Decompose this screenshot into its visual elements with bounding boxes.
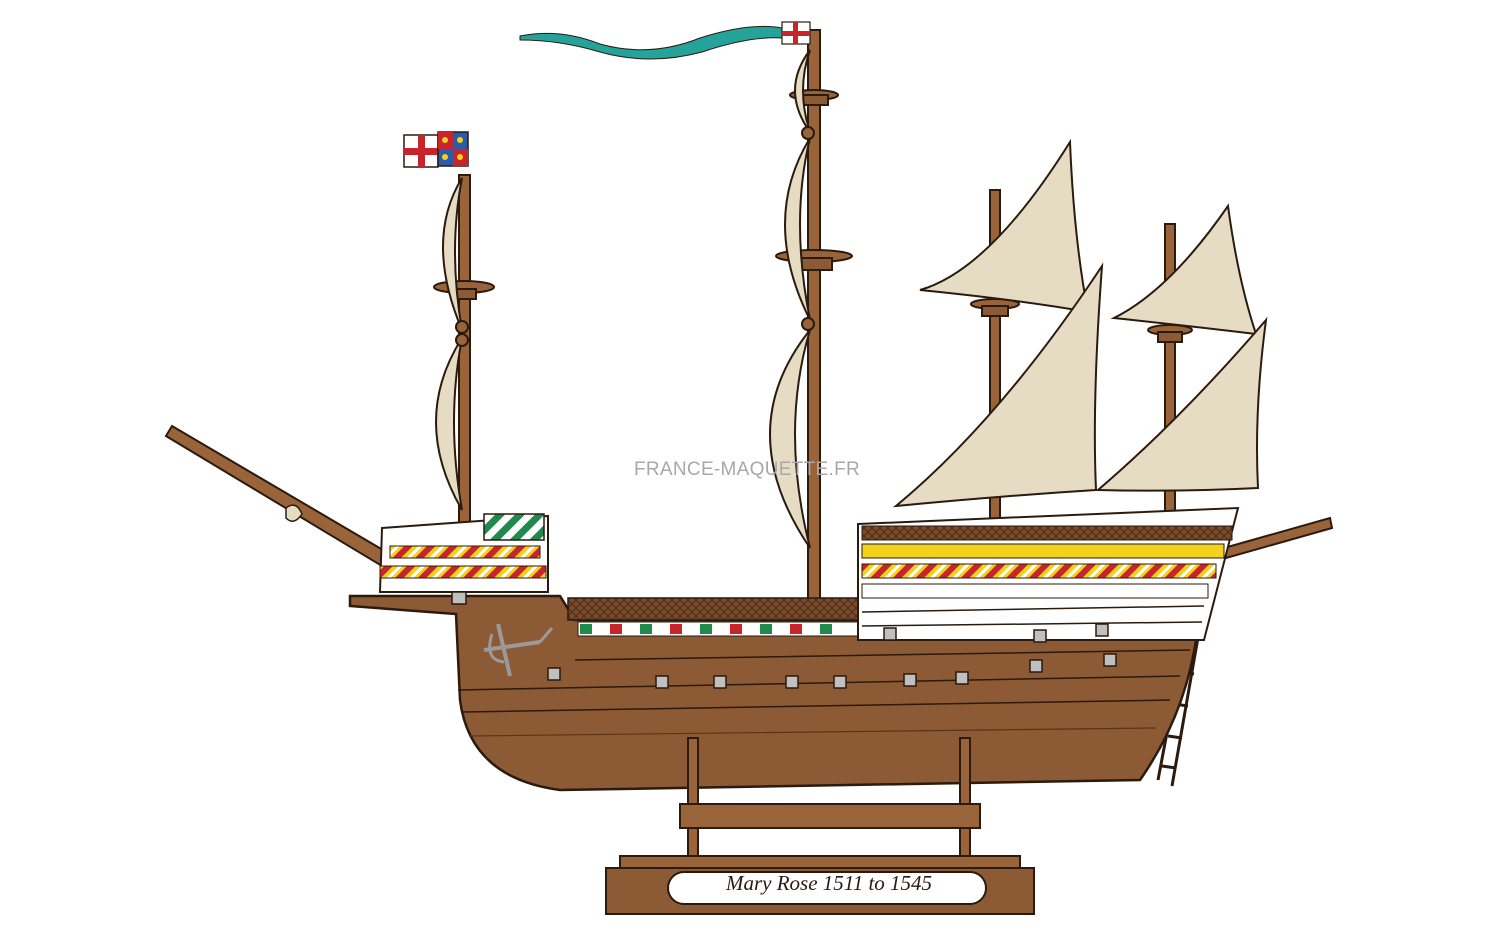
plaque-label: Mary Rose 1511 to 1545 xyxy=(725,871,933,895)
waist-lattice xyxy=(567,597,859,621)
gun-ports xyxy=(547,623,1117,689)
foremast xyxy=(433,174,495,536)
forecastle xyxy=(378,513,549,605)
bowsprit xyxy=(164,424,402,574)
display-stand xyxy=(605,737,1035,915)
mizzen-mast xyxy=(892,138,1104,531)
royal-banner-icon xyxy=(437,131,469,167)
hull xyxy=(348,594,1202,792)
anchor-icon xyxy=(483,623,554,677)
pennant-icon xyxy=(519,21,811,60)
stern-spar xyxy=(1222,516,1334,560)
english-flag-icon xyxy=(403,134,439,168)
waist-shields xyxy=(577,621,859,637)
mainmast xyxy=(769,29,853,611)
bonaventure-mast xyxy=(1095,203,1268,525)
sterncastle xyxy=(857,506,1240,641)
watermark-text: FRANCE-MAQUETTE.FR xyxy=(634,459,861,480)
